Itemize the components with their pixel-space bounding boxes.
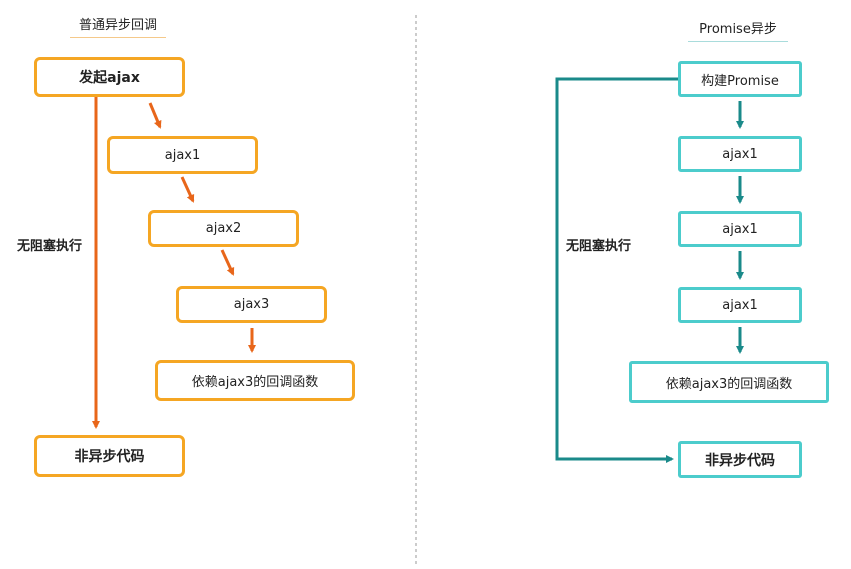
left-arrow-ajax2-to-ajax3 [220, 249, 235, 276]
right-end-node: 非异步代码 [678, 441, 802, 478]
right-ajax1-node: ajax1 [678, 136, 802, 172]
right-start-node: 构建Promise [678, 61, 802, 97]
left-ajax3-node: ajax3 [176, 286, 327, 323]
left-side-label: 无阻塞执行 [17, 239, 83, 254]
left-arrow-ajax1-to-ajax2 [180, 176, 195, 203]
right-panel-title: Promise异步 [688, 18, 788, 42]
right-callback-node: 依赖ajax3的回调函数 [629, 361, 829, 403]
right-nonblocking-arrow [555, 77, 678, 463]
left-panel-title: 普通异步回调 [70, 14, 166, 38]
right-ajax2-node: ajax1 [678, 211, 802, 247]
left-ajax1-node: ajax1 [107, 136, 258, 174]
left-end-node: 非异步代码 [34, 435, 185, 477]
left-start-node: 发起ajax [34, 57, 185, 97]
left-callback-node: 依赖ajax3的回调函数 [155, 360, 355, 401]
right-ajax3-node: ajax1 [678, 287, 802, 323]
left-arrow-start-to-ajax1 [148, 102, 162, 129]
right-side-label: 无阻塞执行 [566, 239, 632, 254]
left-ajax2-node: ajax2 [148, 210, 299, 247]
